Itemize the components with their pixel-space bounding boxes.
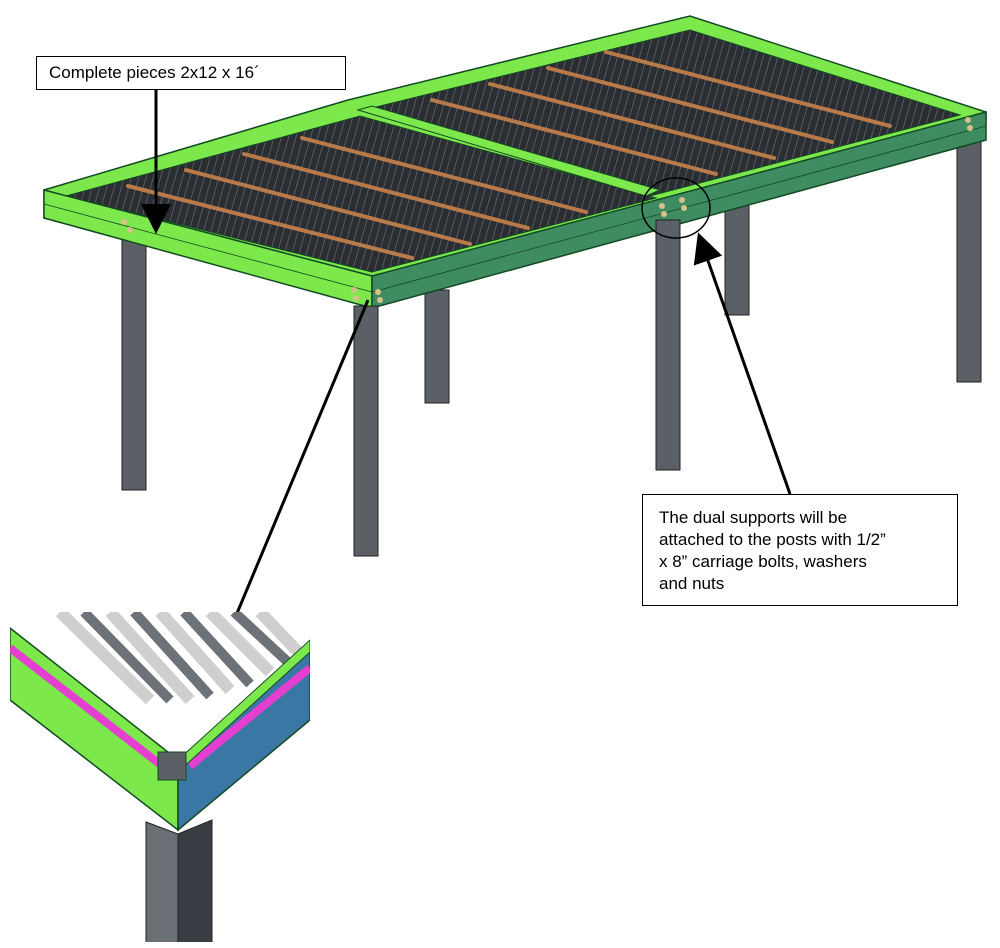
supports-callout: The dual supports will be attached to th… [642, 494, 958, 606]
supports-callout-line: and nuts [659, 574, 725, 593]
joist-field-left [64, 115, 658, 273]
pieces-callout-text: Complete pieces 2x12 x 16´ [49, 63, 260, 82]
supports-callout-line: The dual supports will be [659, 508, 848, 527]
bolts [121, 117, 973, 303]
corner-detail-inset [10, 612, 310, 942]
deck-frame [43, 15, 987, 309]
detail-circle [641, 177, 711, 239]
side-beam-face [371, 111, 987, 309]
center-beam [356, 105, 662, 197]
pieces-callout: Complete pieces 2x12 x 16´ [36, 56, 346, 90]
front-posts [353, 219, 681, 557]
supports-callout-line: x 8” carriage bolts, washers [659, 552, 867, 571]
supports-callout-line: attached to the posts with 1/2” [659, 530, 886, 549]
purlins [126, 50, 892, 260]
